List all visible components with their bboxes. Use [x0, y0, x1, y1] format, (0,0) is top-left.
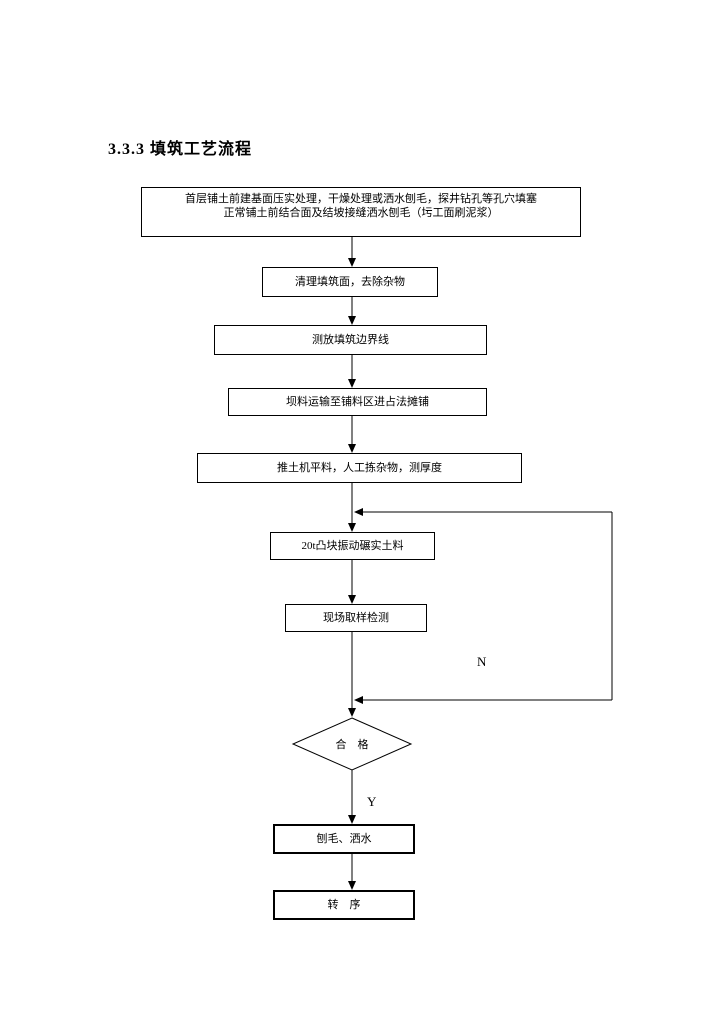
flow-step-label: 刨毛、洒水 [316, 833, 372, 845]
flow-step-label: 推土机平料，人工拣杂物，测厚度 [277, 462, 442, 474]
flow-step-label-line1: 首层铺土前建基面压实处理，干燥处理或洒水刨毛，探井钻孔等孔穴填塞 [185, 193, 537, 205]
arrow-step8-step9 [348, 854, 356, 890]
flow-step-label: 20t凸块振动碾实土料 [301, 540, 404, 552]
branch-label-no: N [477, 654, 487, 669]
arrow-step4-step5 [348, 416, 356, 453]
arrow-step6-step7 [348, 560, 356, 604]
arrow-step5-step6 [348, 483, 356, 532]
arrow-step3-step4 [348, 355, 356, 388]
flow-step-label: 测放填筑边界线 [312, 334, 389, 346]
branch-label-yes: Y [367, 794, 377, 809]
flow-step-transport-spread: 坝料运输至铺料区进占法摊铺 [228, 388, 487, 416]
arrow-step1-step2 [348, 237, 356, 267]
flow-step-clean-surface: 清理填筑面，去除杂物 [262, 267, 438, 297]
flow-step-label-line2: 正常铺土前结合面及结坡接缝洒水刨毛（圬工面刷泥浆） [223, 207, 499, 219]
arrow-decision-step8 [348, 770, 356, 824]
flow-step-bulldozer-level: 推土机平料，人工拣杂物，测厚度 [197, 453, 522, 483]
flow-step-label: 坝料运输至铺料区进占法摊铺 [286, 396, 429, 408]
decision-label: 合 格 [335, 739, 369, 751]
flow-step-label: 现场取样检测 [323, 612, 389, 624]
section-heading: 3.3.3 填筑工艺流程 [108, 141, 253, 158]
flow-step-vibration-roller: 20t凸块振动碾实土料 [270, 532, 435, 560]
arrow-step2-step3 [348, 297, 356, 325]
flow-step-survey-boundary: 测放填筑边界线 [214, 325, 487, 355]
flow-step-label: 清理填筑面，去除杂物 [295, 276, 405, 288]
flow-step-scarify-water: 刨毛、洒水 [273, 824, 415, 854]
flow-step-next-process: 转 序 [273, 890, 415, 920]
flow-step-sampling-test: 现场取样检测 [285, 604, 427, 632]
flow-step-label: 转 序 [327, 899, 361, 911]
feedback-loop-line [354, 508, 613, 704]
flow-step-surface-treatment: 首层铺土前建基面压实处理，干燥处理或洒水刨毛，探井钻孔等孔穴填塞 正常铺土前结合… [141, 187, 581, 237]
arrow-step7-decision [348, 632, 356, 717]
